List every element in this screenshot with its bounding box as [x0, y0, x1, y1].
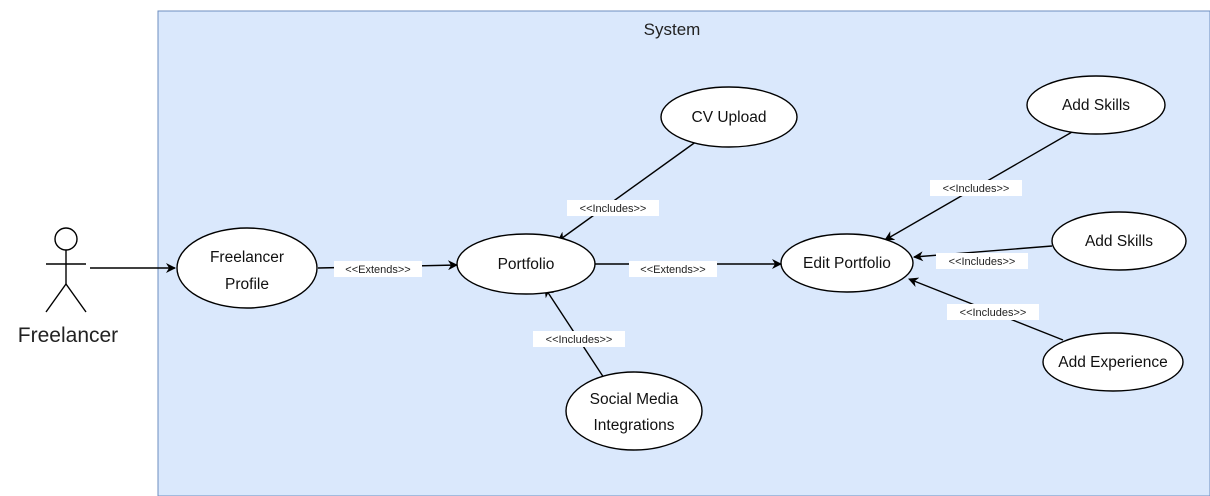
usecase-add-skills-2: Add Skills — [1051, 211, 1187, 271]
usecase-edit-portfolio: Edit Portfolio — [780, 233, 914, 293]
actor-freelancer: Freelancer — [18, 227, 118, 347]
usecase-portfolio: Portfolio — [456, 233, 596, 295]
includes-label-social: <<Includes>> — [546, 334, 613, 346]
usecase-label-freelancer-profile-line1: Freelancer — [210, 249, 284, 266]
usecase-label-add-experience: Add Experience — [1058, 354, 1167, 371]
stick-figure-icon — [45, 227, 87, 313]
connector-cv-portfolio — [557, 140, 698, 242]
includes-label-bg-cv — [567, 200, 659, 216]
usecase-label-add-skills-1: Add Skills — [1062, 97, 1130, 114]
includes-label-experience: <<Includes>> — [960, 307, 1027, 319]
usecase-add-skills-1: Add Skills — [1026, 75, 1166, 135]
extends-label-bg-1 — [334, 261, 422, 277]
actor-label: Freelancer — [18, 324, 118, 347]
includes-label-bg-skills1 — [930, 180, 1022, 196]
usecase-label-portfolio: Portfolio — [498, 256, 555, 273]
relation-labels: <<Extends>> <<Extends>> <<Includes>> <<I… — [334, 180, 1039, 347]
includes-label-cv: <<Includes>> — [580, 203, 647, 215]
usecase-label-freelancer-profile-line2: Profile — [225, 276, 269, 293]
includes-label-bg-experience — [947, 304, 1039, 320]
extends-label-1: <<Extends>> — [345, 264, 410, 276]
includes-label-bg-skills2 — [936, 253, 1028, 269]
usecase-label-edit-portfolio: Edit Portfolio — [803, 255, 891, 272]
usecase-label-add-skills-2: Add Skills — [1085, 233, 1153, 250]
includes-label-bg-social — [533, 331, 625, 347]
usecase-label-social-media-line2: Integrations — [594, 417, 675, 434]
use-cases: Freelancer Profile Portfolio CV Upload S… — [176, 75, 1187, 451]
usecase-add-experience: Add Experience — [1042, 332, 1184, 392]
includes-label-skills1: <<Includes>> — [943, 183, 1010, 195]
usecase-label-social-media-line1: Social Media — [590, 391, 679, 408]
extends-label-bg-2 — [629, 261, 717, 277]
usecase-label-cv-upload: CV Upload — [692, 109, 767, 126]
usecase-cv-upload: CV Upload — [660, 86, 798, 148]
usecase-freelancer-profile: Freelancer Profile — [176, 227, 318, 309]
extends-label-2: <<Extends>> — [640, 264, 705, 276]
system-label: System — [644, 20, 701, 39]
includes-label-skills2: <<Includes>> — [949, 256, 1016, 268]
usecase-social-media-integrations: Social Media Integrations — [565, 371, 703, 451]
